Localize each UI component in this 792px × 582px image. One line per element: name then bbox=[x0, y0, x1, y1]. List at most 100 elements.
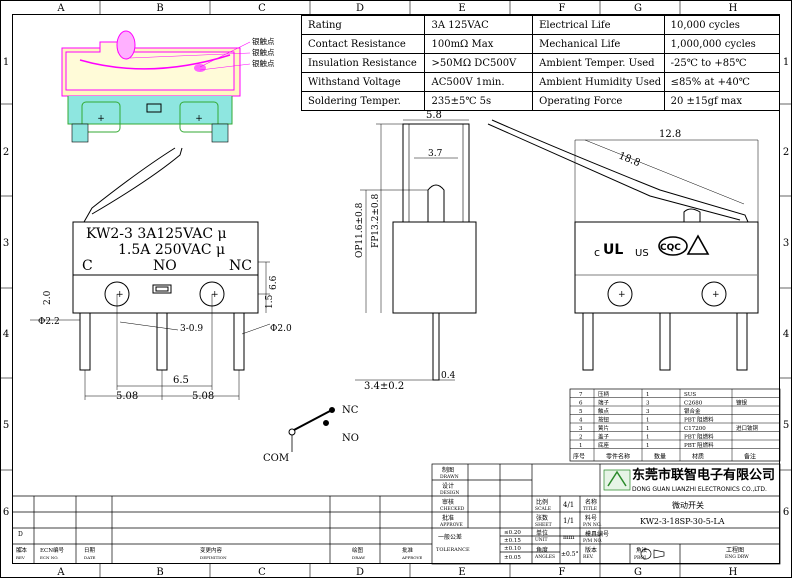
section-silver-contact bbox=[194, 64, 206, 72]
column-label-bottom-C: C bbox=[258, 567, 266, 578]
bom-header: 零件名称 bbox=[606, 453, 630, 461]
row-label-3: 3 bbox=[3, 238, 9, 249]
rear-view bbox=[487, 119, 759, 371]
section-base bbox=[67, 96, 233, 125]
spec-value-2: 20 ±15gf max bbox=[663, 91, 781, 111]
rev-row-c: C bbox=[18, 547, 23, 554]
tb-role-checked-en: CHECKED bbox=[440, 506, 465, 512]
section-terminal-right bbox=[179, 101, 219, 133]
c-ul-mark-c: c bbox=[594, 246, 600, 259]
spec-label-2: Electrical Life bbox=[532, 15, 665, 35]
spec-label-2: Ambient Humidity Used bbox=[532, 72, 665, 92]
tb-mold-label: 模具编号 bbox=[585, 530, 609, 538]
title-block bbox=[12, 463, 781, 565]
front-hole-center-mark-nc: + bbox=[211, 290, 219, 300]
cqc-cert-icon bbox=[658, 236, 688, 256]
revision-header: 绘图 bbox=[352, 546, 364, 554]
tb-role-approve-en: APPROVE bbox=[439, 522, 463, 528]
rear-hole-mark-right: + bbox=[712, 290, 720, 300]
row-label-right-1: 1 bbox=[783, 57, 789, 68]
row-label-right-2: 2 bbox=[783, 147, 789, 158]
spec-label-2: Mechanical Life bbox=[532, 34, 665, 54]
bom-cell: 3 bbox=[579, 426, 583, 432]
section-spring-blade bbox=[79, 54, 231, 70]
front-slot-inner bbox=[155, 286, 169, 292]
row-label-right-6: 6 bbox=[783, 507, 789, 518]
dim-pin-length: 3.4±0.2 bbox=[364, 381, 404, 392]
side-body bbox=[392, 221, 477, 314]
column-label-E: E bbox=[458, 3, 465, 14]
spec-value-2: 10,000 cycles bbox=[663, 15, 781, 35]
tb-scale-label-en: SCALE bbox=[535, 506, 551, 512]
bom-cell: PBT 阻燃料 bbox=[684, 441, 714, 449]
rear-pin-left bbox=[582, 313, 594, 371]
projection-symbol-cone bbox=[653, 549, 665, 559]
front-body-bottom bbox=[72, 275, 259, 314]
bom-cell: 镀银 bbox=[736, 399, 748, 407]
bom-cell: 簧片 bbox=[598, 424, 609, 432]
schematic-text: NC NO COM bbox=[263, 405, 359, 464]
bom-cell: 2 bbox=[579, 435, 583, 441]
column-label-H: H bbox=[729, 3, 738, 14]
bom-cell: C2680 bbox=[684, 401, 703, 407]
bom-frame bbox=[569, 388, 781, 462]
rear-view-text: 12.8 18.8 c UL US CQC + + bbox=[594, 129, 720, 300]
revision-header-en: DRAW bbox=[352, 555, 366, 560]
column-label-bottom-F: F bbox=[559, 567, 566, 578]
rear-body bbox=[574, 221, 759, 314]
front-pin-c bbox=[79, 313, 91, 371]
tb-role-design: 设计 bbox=[442, 482, 454, 490]
tb-sheet-value: 1/1 bbox=[563, 517, 574, 525]
schematic-no-node bbox=[323, 420, 329, 426]
column-label-C: C bbox=[258, 3, 266, 14]
tb-angle-value: ±0.5° bbox=[561, 551, 579, 558]
cqc-cert-label: CQC bbox=[660, 243, 681, 253]
title-block-frame bbox=[431, 463, 781, 565]
bom-cell: PBT 阻燃料 bbox=[684, 416, 714, 424]
side-pin bbox=[432, 313, 440, 381]
tb-part-name: 微动开关 bbox=[672, 500, 704, 510]
row-label-right-3: 3 bbox=[783, 238, 789, 249]
revision-header: ECN编号 bbox=[40, 546, 65, 554]
tb-title-label-en: TITLE bbox=[583, 506, 597, 512]
revision-header: 变更内容 bbox=[200, 546, 223, 554]
tb-tol-4: ±0.05 bbox=[504, 555, 521, 561]
drawing-border bbox=[12, 14, 780, 564]
revision-header-en: DEFINITION bbox=[200, 555, 227, 560]
tb-scale-value: 4/1 bbox=[563, 501, 574, 509]
callout-silver-contact-2: 银触点 bbox=[252, 47, 275, 57]
section-actuator-button bbox=[116, 30, 136, 60]
company-name-cn: 东莞市联智电子有限公司 bbox=[632, 467, 775, 483]
front-pin-nc bbox=[233, 313, 245, 371]
revision-header-en: REV bbox=[16, 555, 25, 560]
side-view-text: 5.8 3.7 OP11.6±0.8 FP13.2±0.8 3.4±0.2 0.… bbox=[355, 110, 456, 392]
tb-role-design-en: DESIGN bbox=[440, 490, 459, 496]
tb-part-number: KW2-3-18SP-30-5-LA bbox=[640, 517, 725, 526]
spec-value: 100mΩ Max bbox=[424, 34, 534, 54]
column-label-F: F bbox=[559, 3, 566, 14]
bom-cell: 底座 bbox=[598, 441, 610, 449]
front-view bbox=[30, 147, 271, 400]
dim-rear-length: 12.8 bbox=[659, 129, 681, 140]
tb-tolerance-en: TOLERANCE bbox=[436, 547, 470, 553]
tb-sheet-label-en: SHEET bbox=[535, 522, 552, 528]
tb-angle-label: 角度 bbox=[536, 546, 548, 554]
spec-value-2: ≤85% at +40℃ bbox=[663, 72, 781, 92]
tb-tol-1: ≤0.20 bbox=[504, 530, 521, 536]
tb-pn-label: 料号 bbox=[585, 514, 597, 522]
rear-hole-right bbox=[701, 281, 727, 307]
dim-operating-position: OP11.6±0.8 bbox=[355, 202, 365, 258]
tb-eng-drawing-label-en: ENG DRW bbox=[725, 554, 749, 560]
bom-cell: 7 bbox=[579, 392, 583, 398]
bom-cell: 1 bbox=[646, 418, 650, 424]
bom-cell: SUS bbox=[684, 392, 696, 398]
rear-pin-mid bbox=[659, 313, 671, 371]
tb-role-drawn: 制图 bbox=[442, 466, 454, 474]
rear-button bbox=[683, 208, 701, 223]
dim-slot: 2.0 bbox=[43, 290, 53, 305]
